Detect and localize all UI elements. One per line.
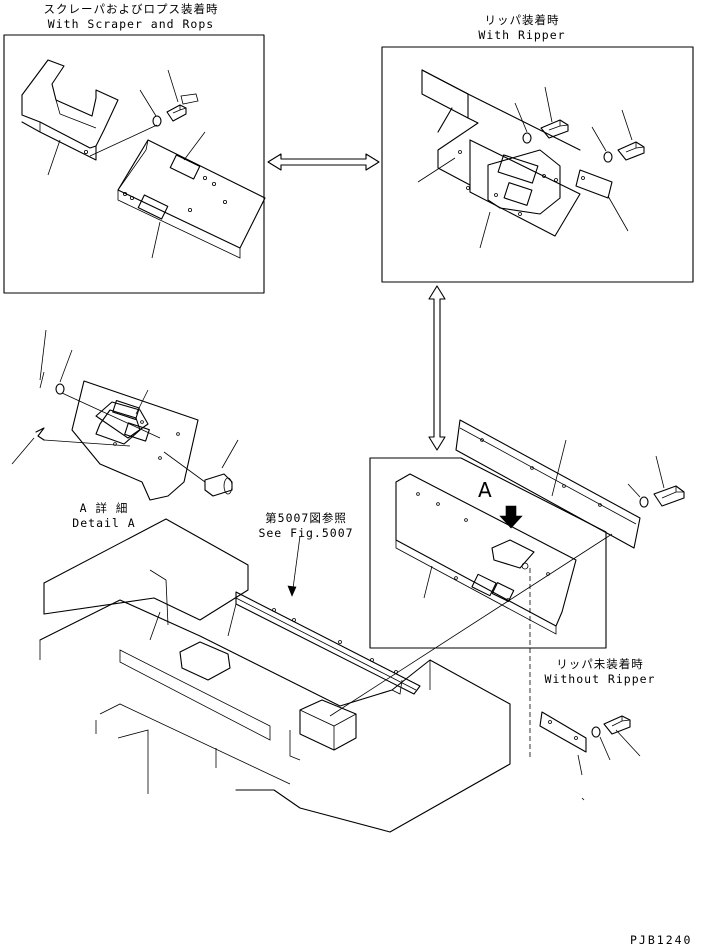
vertical-double-arrow (428, 285, 446, 451)
scraper-rops-title-en: With Scraper and Rops (47, 17, 215, 31)
with-ripper-title-jp: リッパ装着時 (484, 13, 560, 27)
view-marker-a: A (478, 478, 493, 502)
scraper-rops-assembly (21, 59, 266, 259)
with-ripper-assembly (417, 69, 645, 249)
frame-scraper-rops (3, 34, 265, 294)
without-ripper-title-jp: リッパ未装着時 (556, 657, 644, 671)
machine-body (39, 518, 511, 833)
detail-a-assembly (11, 329, 239, 501)
connection-point (521, 562, 529, 570)
detail-a-title-en: Detail A (72, 516, 136, 530)
fig-ref-en: See Fig.5007 (258, 526, 354, 540)
frame-detail-a (369, 457, 607, 649)
scraper-rops-title-jp: スクレーパおよびロプス装着時 (43, 2, 219, 16)
drawing-code: PJB1240 (630, 933, 693, 947)
with-ripper-title-en: With Ripper (478, 28, 566, 42)
fig-ref-jp: 第5007図参照 (265, 511, 347, 525)
horizontal-double-arrow (267, 153, 380, 171)
detail-a-title-jp: A 詳 細 (79, 501, 129, 515)
frame-with-ripper (381, 46, 694, 283)
without-ripper-title-en: Without Ripper (544, 672, 656, 686)
detail-a-right-assembly (329, 419, 685, 760)
without-ripper-assembly (539, 711, 641, 801)
